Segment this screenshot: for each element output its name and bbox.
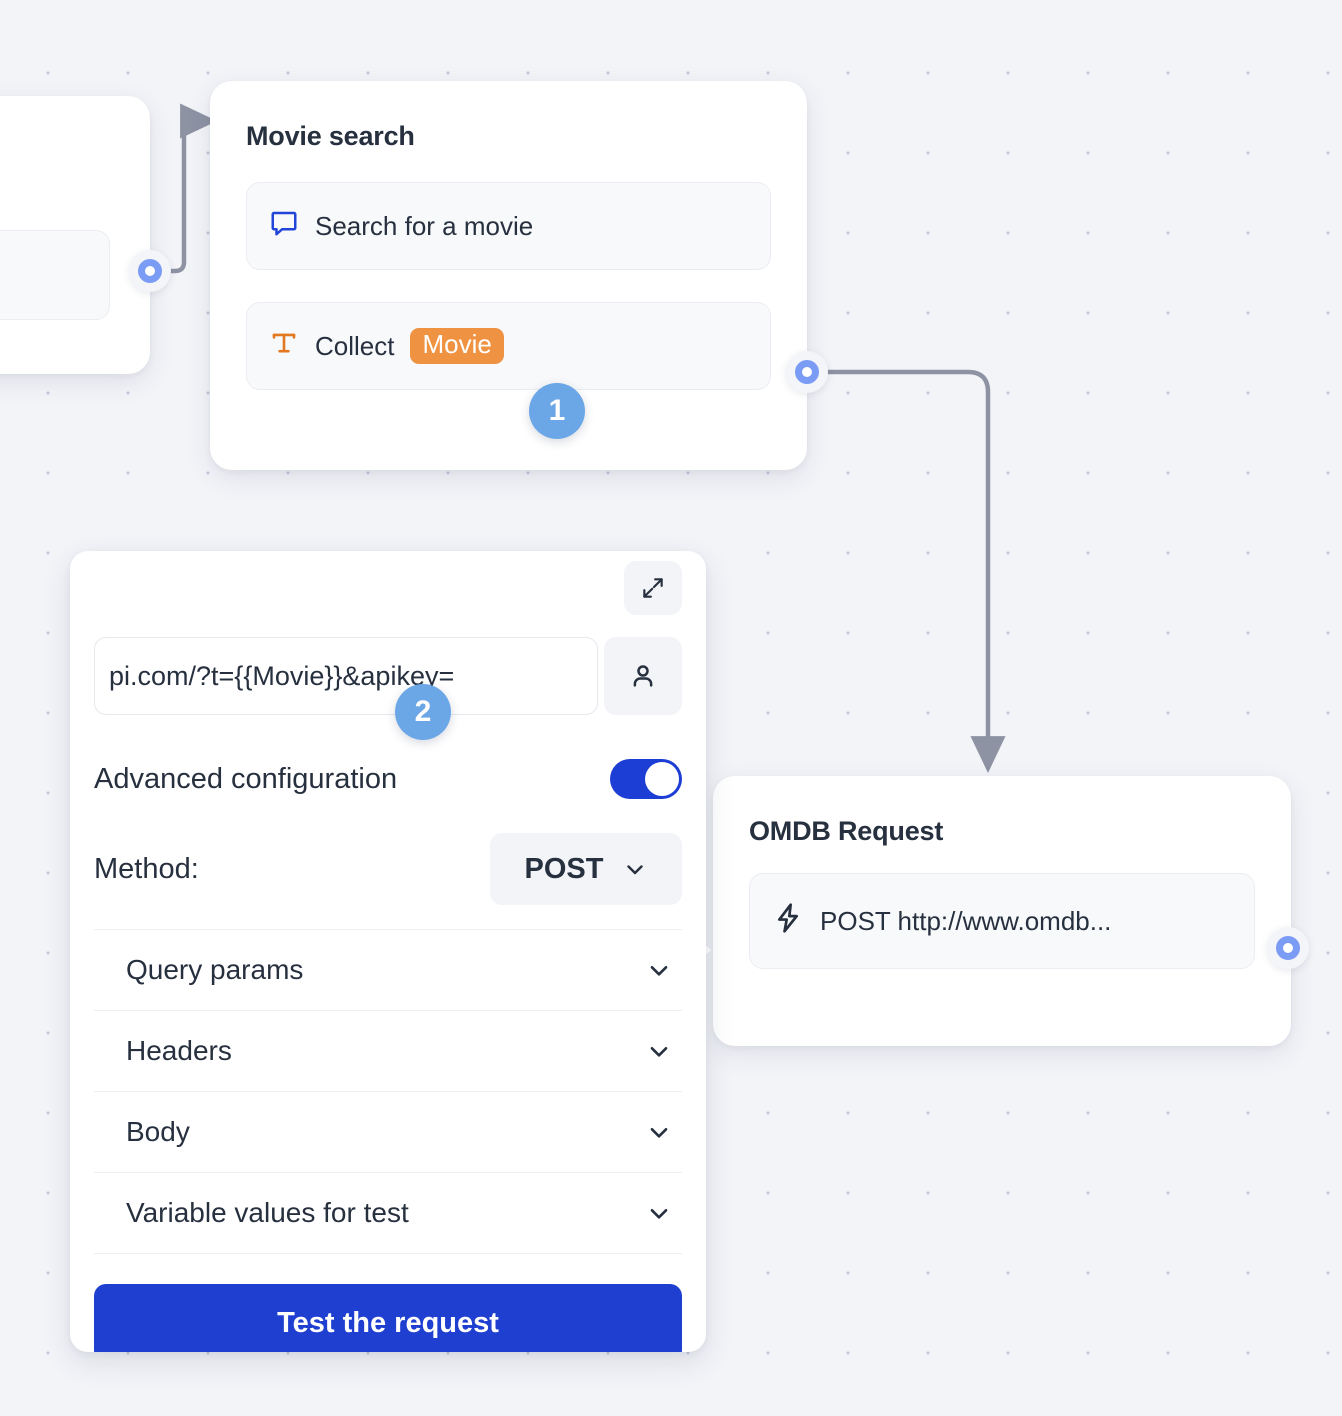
speech-bubble-icon xyxy=(269,208,299,245)
accordion-label: Headers xyxy=(126,1035,232,1066)
step-badge-2: 2 xyxy=(395,684,451,740)
expand-button[interactable] xyxy=(624,561,682,615)
text-type-icon xyxy=(269,328,299,365)
auth-button[interactable] xyxy=(604,637,682,715)
lightning-bolt-icon xyxy=(772,902,804,941)
node-movie-search-title: Movie search xyxy=(246,121,415,151)
accordion-label: Variable values for test xyxy=(126,1197,409,1228)
node-row-label: POST http://www.omdb... xyxy=(820,905,1112,936)
accordion-label: Body xyxy=(126,1116,190,1147)
method-label: Method: xyxy=(94,852,199,885)
advanced-configuration-label: Advanced configuration xyxy=(94,762,398,795)
accordion-variable-values-for-test[interactable]: Variable values for test xyxy=(94,1173,682,1254)
toggle-knob-icon xyxy=(645,762,679,796)
accordion-body[interactable]: Body xyxy=(94,1092,682,1173)
node-row-label: Collect xyxy=(315,330,395,361)
step-badge-1: 1 xyxy=(529,383,585,439)
request-url-value: pi.com/?t={{Movie}}&apikey= xyxy=(109,660,455,691)
method-select[interactable]: POST xyxy=(490,833,682,905)
advanced-configuration-toggle[interactable] xyxy=(610,759,682,799)
accordion-headers[interactable]: Headers xyxy=(94,1011,682,1092)
port-omdb-output[interactable] xyxy=(1267,927,1309,969)
panel-toolbar xyxy=(94,551,682,615)
port-movie-search-output[interactable] xyxy=(786,351,828,393)
node-row-search-for-a-movie[interactable]: Search for a movie xyxy=(246,182,771,270)
node-previous-partial[interactable] xyxy=(0,96,150,374)
request-url-input[interactable]: pi.com/?t={{Movie}}&apikey= xyxy=(94,637,598,715)
variable-chip-movie[interactable]: Movie xyxy=(410,327,504,365)
request-config-panel[interactable]: pi.com/?t={{Movie}}&apikey= Advanced con… xyxy=(70,551,706,1352)
user-person-icon xyxy=(633,665,653,687)
chevron-down-icon xyxy=(650,1127,668,1138)
node-omdb-request[interactable]: OMDB Request POST http://www.omdb... xyxy=(693,776,1291,1046)
expand-diagonal-icon xyxy=(643,578,663,598)
method-row: Method: POST xyxy=(94,833,682,930)
edge-movie-search-to-omdb xyxy=(823,369,1006,774)
node-movie-search[interactable]: Movie search Search for a movie Collect … xyxy=(210,81,807,470)
accordion-label: Query params xyxy=(126,954,304,985)
port-ring-icon xyxy=(795,360,819,384)
method-selected-value: POST xyxy=(524,852,604,885)
node-row-post-request[interactable]: POST http://www.omdb... xyxy=(749,873,1255,969)
node-omdb-title: OMDB Request xyxy=(749,816,944,846)
edge-previous-to-movie-search xyxy=(167,103,218,274)
chevron-down-icon xyxy=(650,1046,668,1057)
test-the-request-button[interactable]: Test the request xyxy=(94,1284,682,1352)
advanced-configuration-row: Advanced configuration xyxy=(94,759,682,799)
port-ring-icon xyxy=(138,259,162,283)
chevron-down-icon xyxy=(627,865,644,875)
chevron-down-icon xyxy=(650,1208,668,1219)
port-ring-icon xyxy=(1276,936,1300,960)
node-row-label: Search for a movie xyxy=(315,210,534,241)
port-previous-output[interactable] xyxy=(129,250,171,292)
node-row-collect-movie[interactable]: Collect Movie xyxy=(246,302,771,390)
accordion-query-params[interactable]: Query params xyxy=(94,930,682,1011)
chevron-down-icon xyxy=(650,965,668,976)
url-row: pi.com/?t={{Movie}}&apikey= xyxy=(94,637,682,715)
node-previous-row[interactable] xyxy=(0,230,110,320)
